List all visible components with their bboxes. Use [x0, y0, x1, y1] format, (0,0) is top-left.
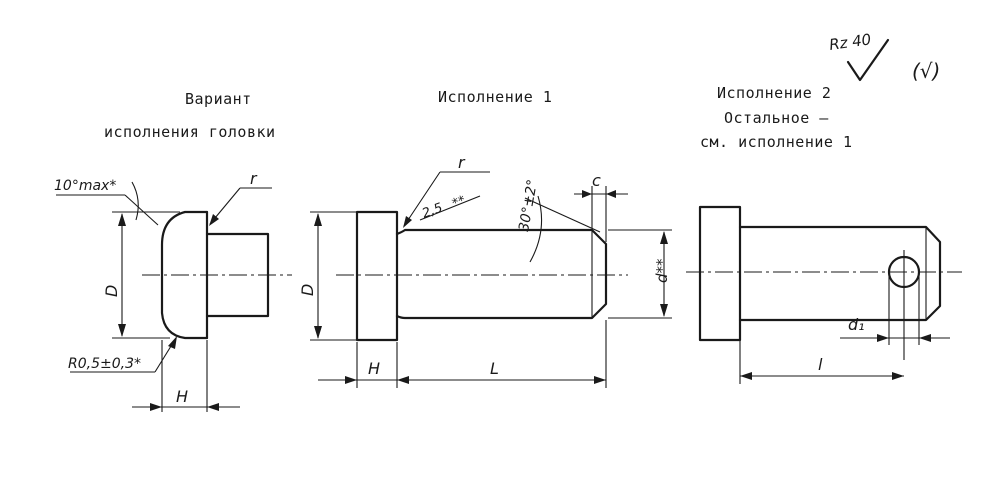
dim-chamfer-note: ** — [450, 193, 468, 212]
dim-chamfer-length: 2,5 — [420, 201, 445, 222]
dim-hole-d1: d₁ — [848, 315, 865, 334]
caption-execution-2: Исполнение 2 — [717, 84, 832, 102]
caption-variant-line1: Вариант — [185, 90, 252, 108]
dim-radius-r-left: r — [250, 169, 258, 188]
surface-roughness-symbol: Rz 40 (√) — [828, 30, 940, 83]
caption-rest: Остальное – — [724, 109, 829, 127]
dim-angle-max: 10°max* — [54, 178, 116, 194]
dim-shank-d: d** — [653, 258, 671, 283]
dim-length-L: L — [490, 359, 499, 378]
caption-variant-line2: исполнения головки — [104, 123, 276, 141]
head-variant-view: D 10°max* r R0,5±0,3* H — [54, 169, 292, 412]
dim-head-height-H-middle: H — [368, 359, 380, 378]
execution-2-view: d₁ l — [686, 205, 962, 384]
dim-diameter-D-middle: D — [298, 284, 317, 296]
roughness-bracket-mark: (√) — [912, 59, 940, 83]
dim-fillet-radius: R0,5±0,3* — [68, 356, 141, 372]
dim-length-l: l — [818, 355, 823, 374]
caption-execution-1: Исполнение 1 — [438, 88, 553, 106]
dim-chamfer-c: c — [592, 171, 601, 190]
dim-head-height-H-left: H — [176, 387, 188, 406]
dim-radius-r-middle: r — [458, 153, 466, 172]
execution-1-view: D r 2,5 ** 30°±2° c — [298, 153, 672, 388]
dim-diameter-D-left: D — [102, 285, 121, 297]
caption-see-execution-1: см. исполнение 1 — [700, 133, 853, 151]
roughness-value: Rz 40 — [828, 30, 872, 54]
dim-chamfer-angle: 30°±2° — [516, 178, 541, 232]
